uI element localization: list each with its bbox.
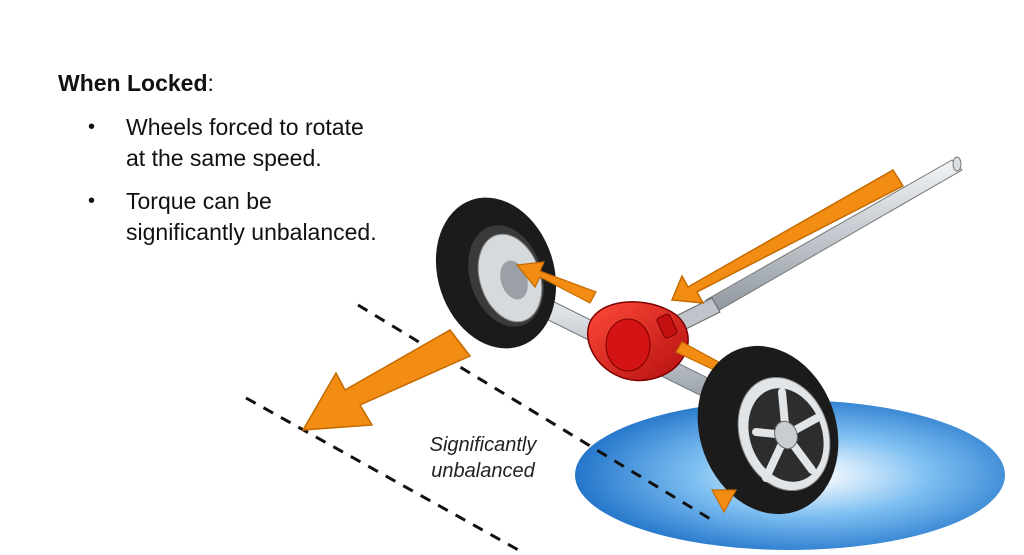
annotation-line: Significantly	[429, 434, 537, 456]
left-hub-torque-arrow	[515, 261, 597, 304]
right-wheel	[697, 345, 839, 515]
differential-housing	[587, 301, 689, 382]
left-wheel	[435, 197, 557, 349]
unbalanced-annotation: Significantly unbalanced	[408, 432, 558, 484]
heading-colon: :	[207, 70, 214, 96]
slide-heading: When Locked:	[58, 70, 214, 97]
bullet-item: • Torque can be significantly unbalanced…	[88, 186, 377, 248]
right-wheel-ground-arrow	[710, 489, 738, 514]
bullet-item: • Wheels forced to rotate at the same sp…	[88, 112, 377, 174]
dashed-reference-lines	[245, 303, 713, 554]
bullet-list: • Wheels forced to rotate at the same sp…	[88, 112, 377, 260]
bullet-dot-icon: •	[88, 116, 96, 138]
force-arrow-left	[301, 329, 472, 431]
bullet-line: Torque can be	[126, 188, 272, 214]
bullet-line: significantly unbalanced.	[126, 219, 377, 245]
driveshaft	[667, 156, 963, 335]
annotation-line: unbalanced	[431, 460, 535, 482]
bullet-line: at the same speed.	[126, 145, 322, 171]
bullet-dot-icon: •	[88, 190, 96, 212]
driveshaft-torque-arrow	[670, 168, 905, 304]
bullet-line: Wheels forced to rotate	[126, 114, 364, 140]
heading-title: When Locked	[58, 70, 208, 96]
